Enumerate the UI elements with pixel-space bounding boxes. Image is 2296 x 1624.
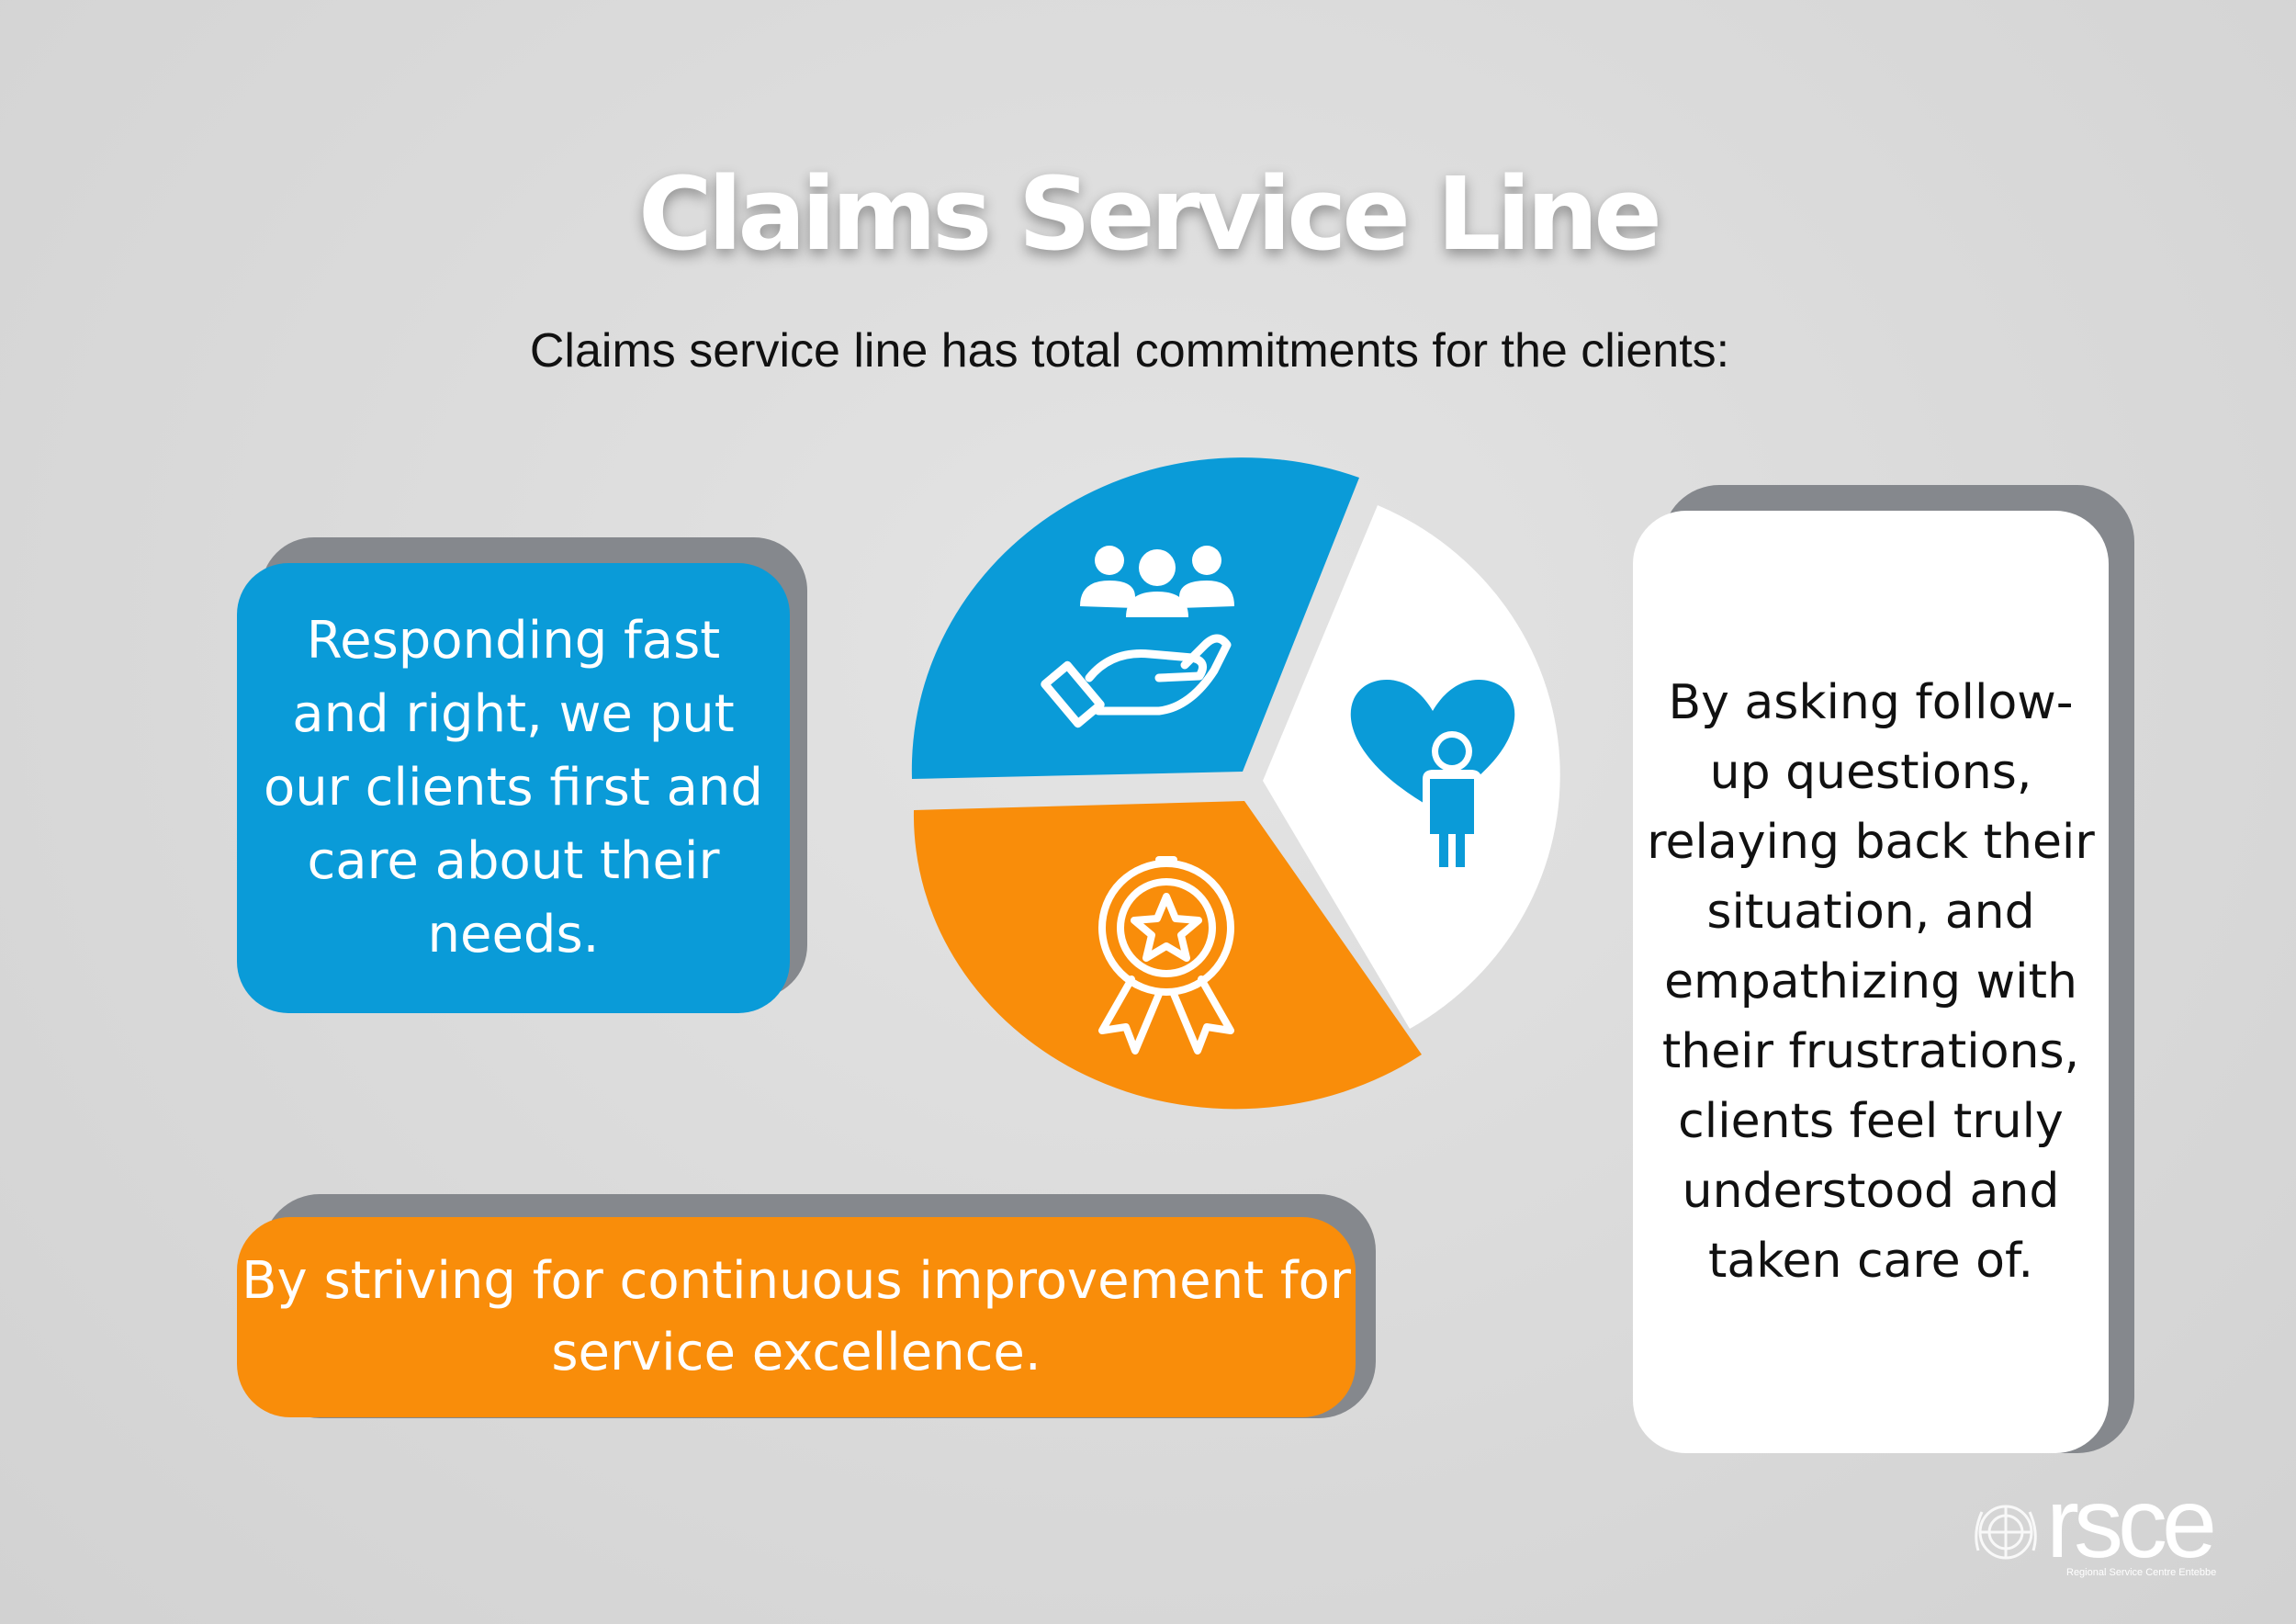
white-commitment-card: By asking follow-up questions, relaying … <box>1633 511 2109 1453</box>
award-badge-icon <box>1098 856 1234 1054</box>
pie-segment-blue <box>911 457 1359 779</box>
page-title: Claims Service Line <box>637 155 1662 273</box>
rsce-logo: rsce Regional Service Centre Entebbe <box>1962 1473 2237 1593</box>
logo-wordmark: rsce <box>2046 1467 2217 1578</box>
logo-tagline: Regional Service Centre Entebbe <box>2066 1567 2217 1578</box>
orange-commitment-card: By striving for continuous improvement f… <box>237 1217 1356 1417</box>
page-subtitle: Claims service line has total commitment… <box>529 324 1730 378</box>
pie-segment-orange <box>913 801 1422 1110</box>
blue-commitment-card: Responding fast and right, we put our cl… <box>237 563 790 1013</box>
orange-card-text: By striving for continuous improvement f… <box>242 1251 1351 1382</box>
hand-people-icon <box>1041 546 1234 728</box>
heart-person-icon <box>1350 680 1515 874</box>
un-emblem-icon <box>1975 1505 2037 1560</box>
blue-card-text: Responding fast and right, we put our cl… <box>264 611 763 964</box>
white-card-text: By asking follow-up questions, relaying … <box>1647 675 2095 1289</box>
